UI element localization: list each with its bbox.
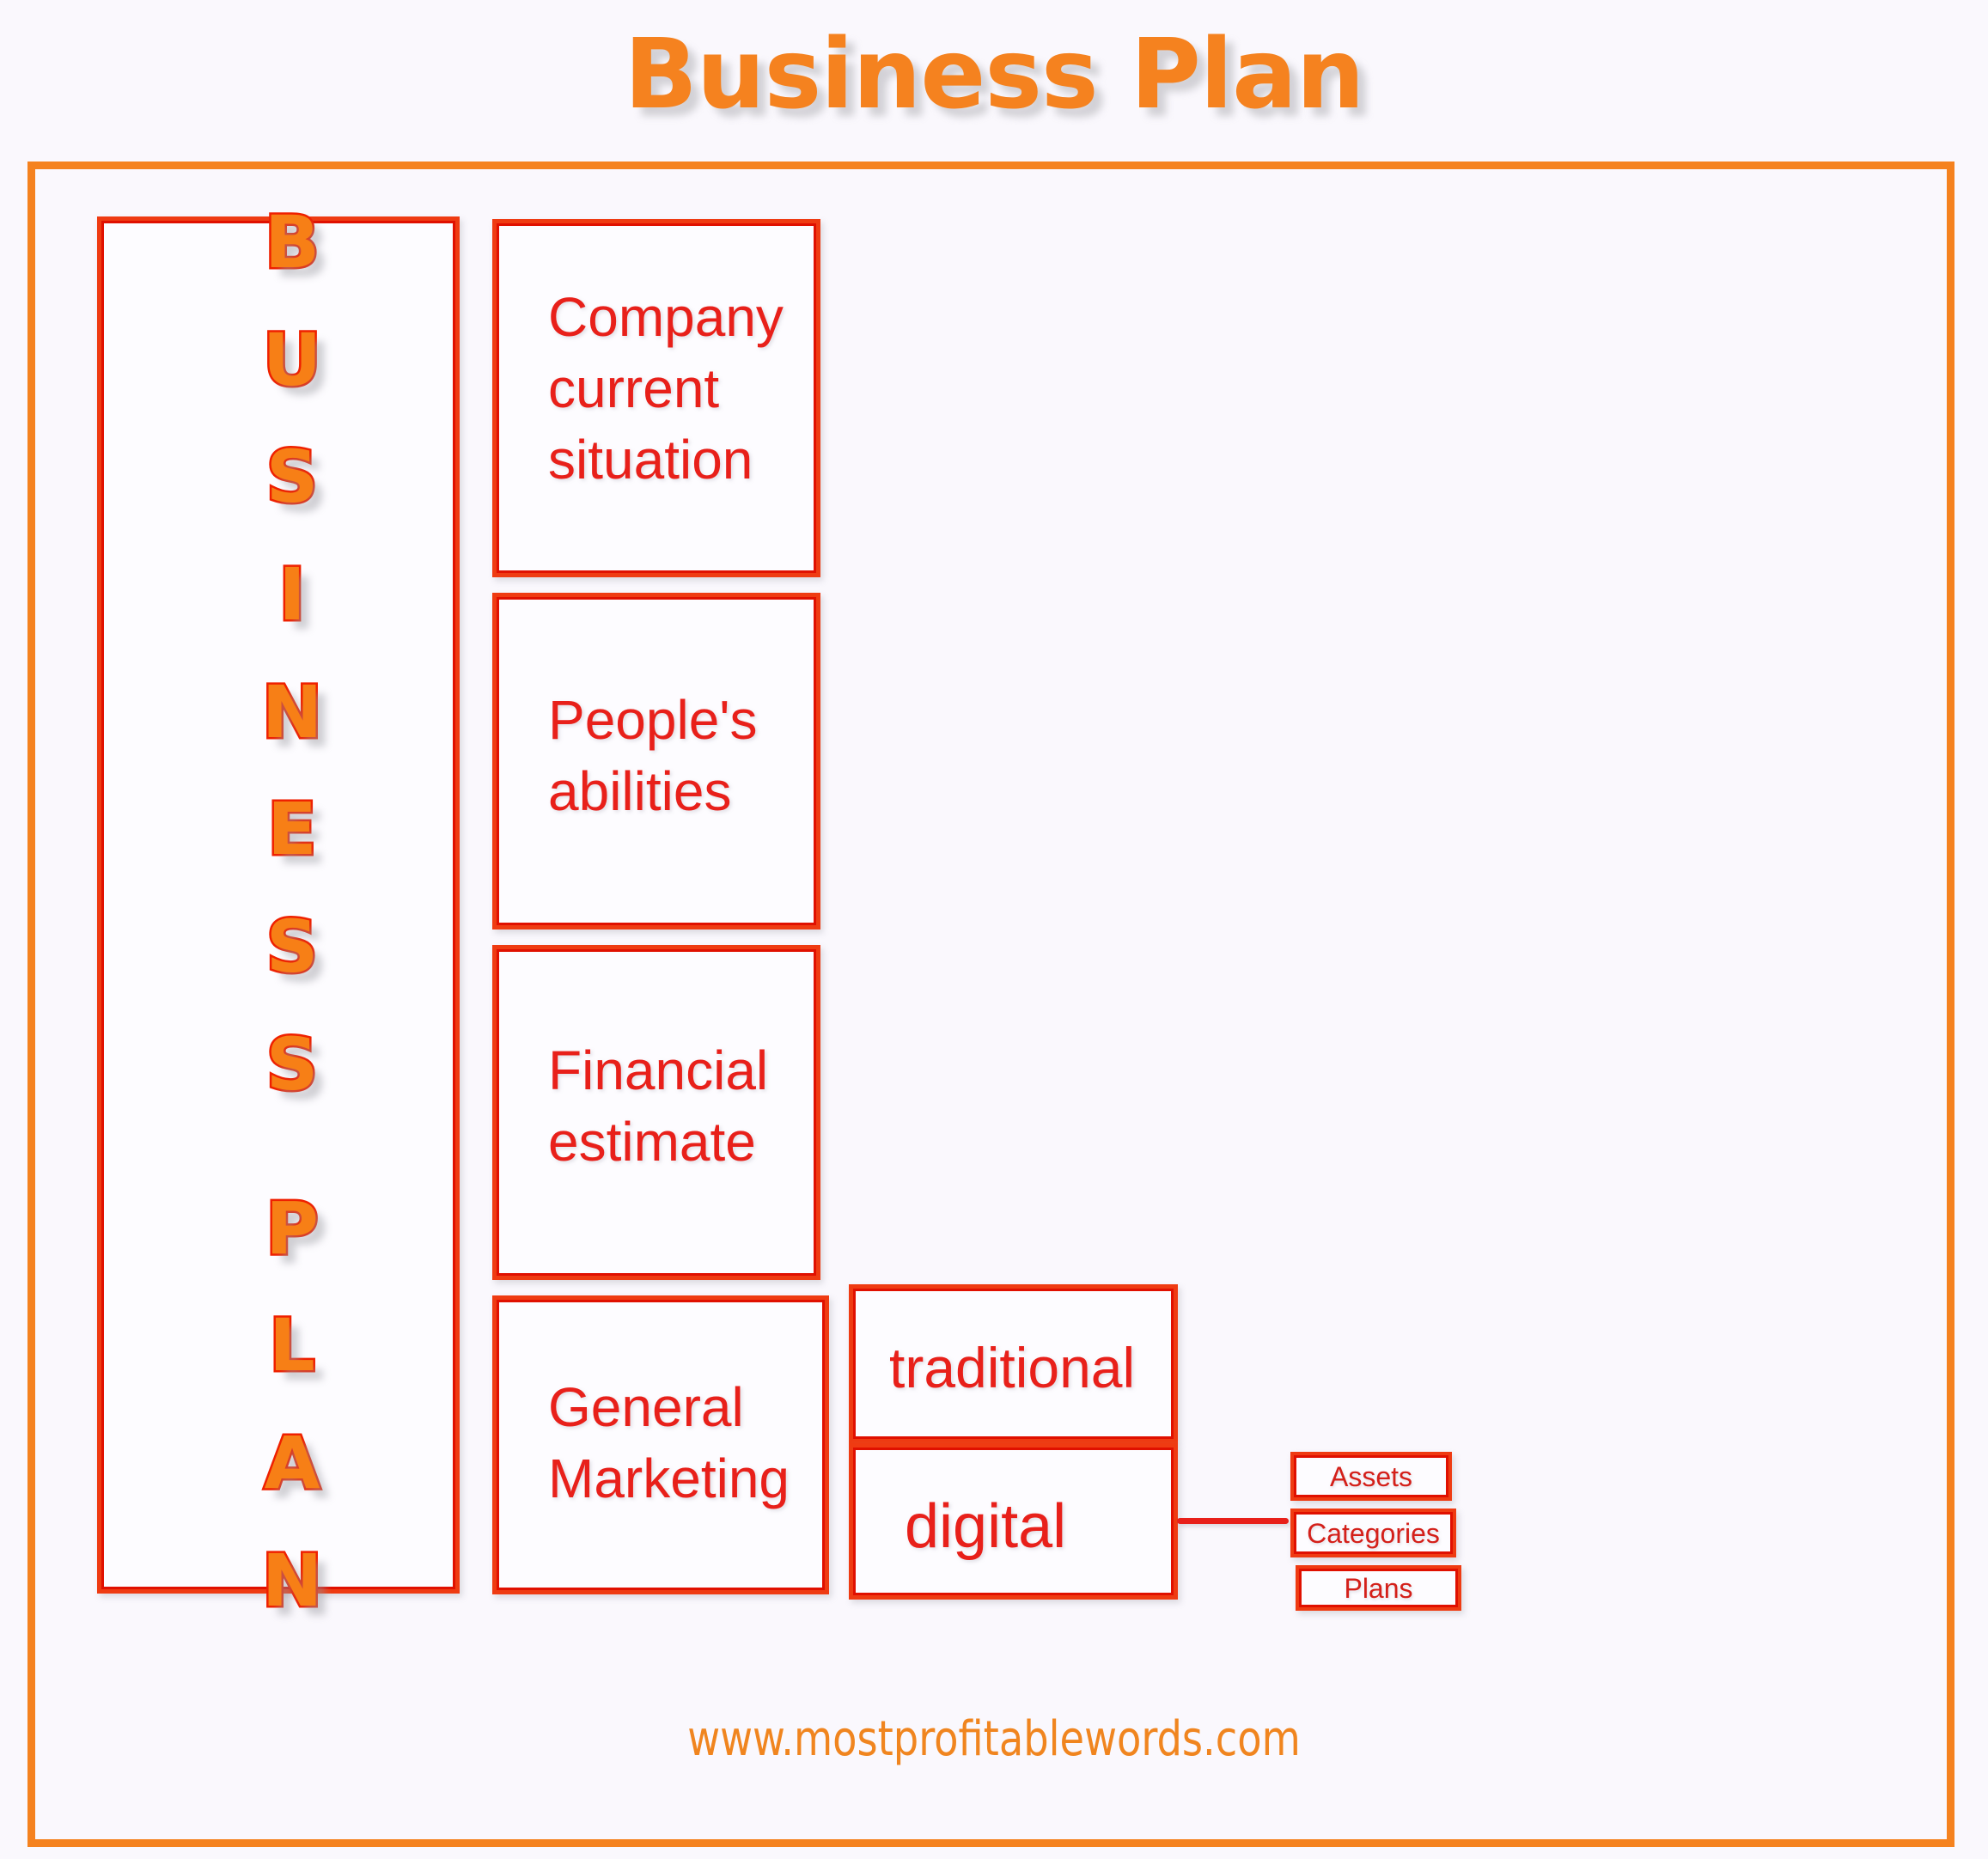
business-plan-vertical-letters: B U S I N E S S P L A N (103, 200, 466, 1623)
box-categories-label: Categories (1307, 1517, 1440, 1549)
digital-to-details-connector-line (1177, 1518, 1289, 1524)
business-plan-vertical-box[interactable]: B U S I N E S S P L A N (97, 204, 460, 1618)
outer-frame-border (27, 162, 1954, 1847)
vertical-letter-12: N (259, 1538, 324, 1623)
box-digital-marketing[interactable]: digital (849, 1443, 1178, 1600)
box-company-current-situation[interactable]: Company current situation (492, 219, 820, 577)
box-digital-marketing-label: digital (905, 1492, 1067, 1561)
box-traditional-marketing-label: traditional (889, 1336, 1136, 1399)
box-traditional-marketing[interactable]: traditional (849, 1284, 1178, 1443)
box-peoples-abilities-label: People's abilities (548, 689, 758, 823)
vertical-letter-5: E (265, 787, 319, 872)
box-assets[interactable]: Assets (1290, 1452, 1452, 1501)
box-assets-label: Assets (1329, 1460, 1413, 1492)
box-plans-label: Plans (1344, 1572, 1413, 1604)
box-peoples-abilities[interactable]: People's abilities (492, 593, 820, 930)
vertical-letter-10: L (267, 1303, 317, 1388)
vertical-letter-7: S (264, 1021, 320, 1106)
vertical-letter-1: U (260, 317, 323, 402)
box-categories[interactable]: Categories (1290, 1509, 1456, 1557)
vertical-letter-9: P (264, 1185, 321, 1271)
vertical-letter-2: S (264, 435, 320, 520)
vertical-letter-4: N (259, 669, 324, 754)
vertical-letter-11: A (262, 1420, 322, 1505)
vertical-letter-3: I (277, 552, 308, 637)
box-general-marketing-label: General Marketing (548, 1376, 790, 1510)
box-financial-estimate-label: Financial estimate (548, 1039, 769, 1173)
box-general-marketing[interactable]: General Marketing (492, 1295, 829, 1594)
box-plans[interactable]: Plans (1296, 1565, 1461, 1611)
box-company-current-situation-label: Company current situation (548, 286, 784, 491)
box-financial-estimate[interactable]: Financial estimate (492, 945, 820, 1280)
vertical-letter-0: B (262, 200, 321, 284)
footer-website-url: www.mostprofitablewords.com (687, 1711, 1301, 1767)
vertical-letter-6: S (264, 904, 320, 989)
page-title: Business Plan (624, 19, 1365, 131)
